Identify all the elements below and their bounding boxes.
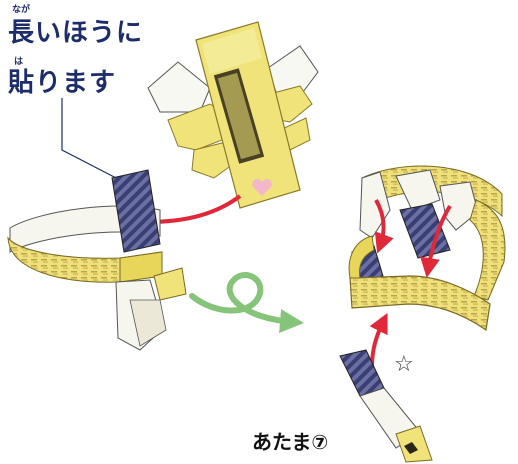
- head-label: あたま⑦: [252, 430, 329, 454]
- leader-line: [61, 98, 121, 181]
- red-arrow-icon: [374, 199, 394, 254]
- band-ring-left: [7, 169, 187, 351]
- green-loop-arrow-icon: [189, 272, 304, 333]
- star-icon: ☆: [394, 352, 414, 377]
- pink-heart: [252, 179, 272, 196]
- band-assembled-right: [348, 165, 506, 367]
- ruby-ha: は: [14, 57, 24, 67]
- head-piece: [339, 349, 433, 463]
- instruction-line-1: 長いほうに: [8, 18, 144, 48]
- cutout-piece-top: [147, 21, 319, 209]
- red-arrow-icon: [420, 204, 452, 278]
- instruction-line-2: 貼ります: [8, 68, 117, 98]
- red-arrow-icon: [369, 312, 388, 367]
- ruby-naga: なが: [12, 5, 31, 15]
- red-arrow-icon: [140, 194, 242, 232]
